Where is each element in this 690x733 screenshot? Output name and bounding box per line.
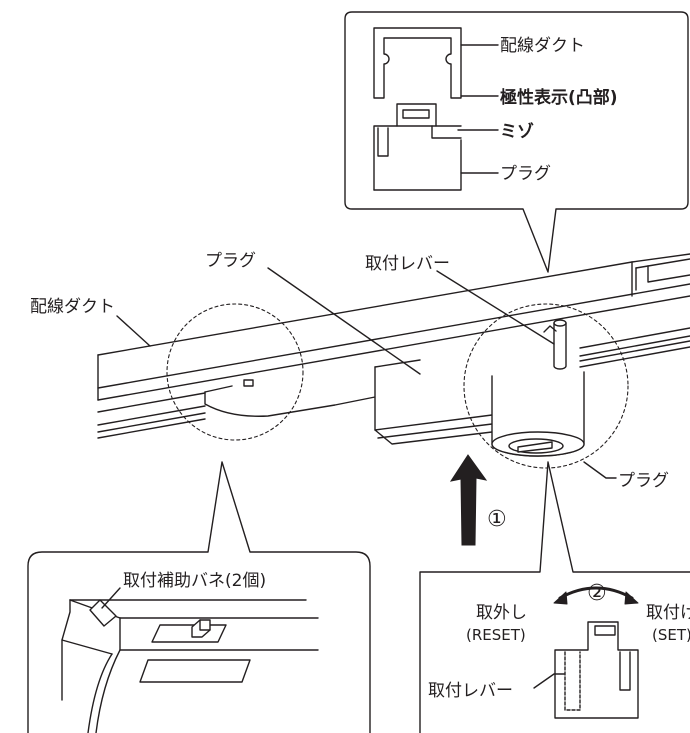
label-top-duct: 配線ダクト [500,36,585,56]
plug-body [374,359,493,445]
label-top-groove: ミゾ [500,122,534,142]
spring-attachment [204,379,376,417]
label-top-plug: プラグ [500,164,551,184]
step-2-marker: ② [587,581,607,606]
label-main-duct: 配線ダクト [30,297,115,317]
up-arrow-icon [449,454,488,546]
label-spring: 取付補助バネ(2個) [123,571,266,591]
wiring-duct [97,253,690,439]
label-main-plug-bottom: プラグ [618,471,669,491]
label-top-polarity: 極性表示(凸部) [500,87,618,108]
label-attach: 取付け [646,603,690,623]
plug-cylinder [491,319,585,457]
label-main-plug: プラグ [205,251,256,271]
label-remove: 取外し [476,603,527,623]
label-remove-en: (RESET) [466,626,526,644]
callout-left [27,461,371,733]
callout-right [419,461,690,733]
label-main-lever: 取付レバー [365,254,450,274]
label-attach-en: (SET) [652,626,690,644]
label-right-lever: 取付レバー [428,681,513,701]
callout-top [344,11,689,273]
step-1-marker: ① [487,507,507,532]
